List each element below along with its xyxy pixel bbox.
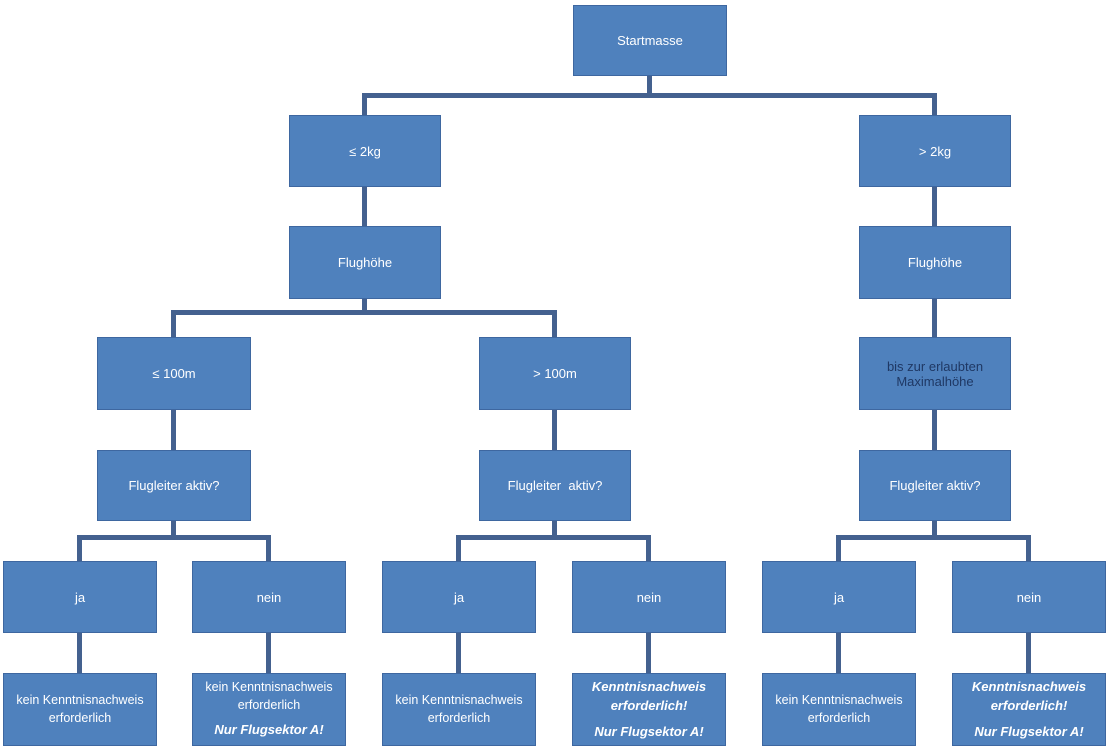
connector-ja3-stub: [836, 535, 841, 561]
node-flugleiter-1: Flugleiter aktiv?: [97, 450, 251, 521]
node-nein-3-label: nein: [1016, 589, 1042, 605]
node-startmasse: Startmasse: [573, 5, 727, 76]
node-ja-3: ja: [762, 561, 916, 633]
node-flughoehe-left-label: Flughöhe: [337, 255, 393, 270]
node-mass-le-2kg-label: ≤ 2kg: [349, 143, 381, 159]
connector-nein1-stub: [266, 535, 271, 561]
node-ja-1: ja: [3, 561, 157, 633]
node-flugleiter-3-label: Flugleiter aktiv?: [889, 478, 981, 493]
connector-gt100m-stub: [552, 310, 557, 337]
node-flugleiter-3: Flugleiter aktiv?: [859, 450, 1011, 521]
connector-gt2kg-stub: [932, 93, 937, 115]
node-flughoehe-left: Flughöhe: [289, 226, 441, 299]
connector-result3-stub: [456, 633, 461, 673]
node-result-4-note: Nur Flugsektor A!: [594, 723, 704, 739]
node-result-6-text: Kenntnisnachweis erforderlich!: [971, 679, 1090, 713]
node-ja-3-label: ja: [833, 589, 845, 605]
node-mass-gt-2kg: > 2kg: [859, 115, 1011, 187]
node-result-4: Kenntnisnachweis erforderlich! Nur Flugse…: [572, 673, 726, 746]
connector-le100m-stub: [171, 310, 176, 337]
node-ja-2: ja: [382, 561, 536, 633]
node-alt-gt-100m-label: > 100m: [533, 366, 577, 381]
node-result-4-label: Kenntnisnachweis erforderlich! Nur Flugse…: [573, 676, 725, 743]
node-mass-gt-2kg-label: > 2kg: [918, 143, 952, 159]
node-flugleiter-2-label: Flugleiter aktiv?: [507, 478, 603, 493]
connector-le2kg-altitude: [362, 187, 367, 226]
connector-nein2-stub: [646, 535, 651, 561]
node-result-5-label: kein Kenntnisnachweis erforderlich: [775, 693, 907, 725]
connector-root-stub: [647, 76, 652, 95]
node-result-1-label: kein Kenntnisnachweis erforderlich: [16, 693, 148, 725]
node-ja-1-label: ja: [74, 589, 86, 605]
node-mass-le-2kg: ≤ 2kg: [289, 115, 441, 187]
connector-supervisor3-stub: [932, 521, 937, 537]
node-result-3: kein Kenntnisnachweis erforderlich: [382, 673, 536, 746]
connector-level3-bar: [171, 310, 557, 315]
connector-gt2kg-altitude: [932, 187, 937, 226]
node-flughoehe-right: Flughöhe: [859, 226, 1011, 299]
node-nein-3: nein: [952, 561, 1106, 633]
node-nein-2-label: nein: [636, 589, 662, 605]
node-result-6: Kenntnisnachweis erforderlich! Nur Flugse…: [952, 673, 1106, 746]
connector-le100m-supervisor: [171, 410, 176, 450]
connector-result6-stub: [1026, 633, 1031, 673]
node-ja-2-label: ja: [453, 589, 465, 605]
node-result-1: kein Kenntnisnachweis erforderlich: [3, 673, 157, 746]
node-result-2-text: kein Kenntnisnachweis erforderlich: [205, 680, 337, 712]
connector-supervisor1-stub: [171, 521, 176, 537]
node-alt-maximalhoehe: bis zur erlaubten Maximalhöhe: [859, 337, 1011, 410]
node-nein-1: nein: [192, 561, 346, 633]
node-nein-2: nein: [572, 561, 726, 633]
connector-supervisor2-stub: [552, 521, 557, 537]
node-flugleiter-2: Flugleiter aktiv?: [479, 450, 631, 521]
connector-result1-stub: [77, 633, 82, 673]
node-result-2-note: Nur Flugsektor A!: [214, 722, 324, 738]
connector-split3-bar: [836, 535, 1031, 540]
node-alt-maximalhoehe-label: bis zur erlaubten Maximalhöhe: [886, 358, 987, 389]
node-alt-le-100m: ≤ 100m: [97, 337, 251, 410]
connector-split2-bar: [456, 535, 651, 540]
node-flugleiter-1-label: Flugleiter aktiv?: [128, 478, 220, 493]
node-result-6-note: Nur Flugsektor A!: [974, 723, 1084, 739]
connector-altitude-left-stub: [362, 299, 367, 312]
connector-ja2-stub: [456, 535, 461, 561]
connector-gt100m-supervisor: [552, 410, 557, 450]
connector-altitude-max: [932, 299, 937, 337]
node-result-3-label: kein Kenntnisnachweis erforderlich: [395, 693, 527, 725]
connector-le2kg-stub: [362, 93, 367, 115]
connector-result4-stub: [646, 633, 651, 673]
node-result-6-label: Kenntnisnachweis erforderlich! Nur Flugse…: [953, 676, 1105, 743]
node-startmasse-label: Startmasse: [617, 33, 683, 48]
connector-level1-bar: [362, 93, 937, 98]
connector-split1-bar: [77, 535, 271, 540]
connector-result5-stub: [836, 633, 841, 673]
connector-result2-stub: [266, 633, 271, 673]
connector-nein3-stub: [1026, 535, 1031, 561]
node-alt-le-100m-label: ≤ 100m: [152, 366, 196, 381]
node-nein-1-label: nein: [256, 589, 282, 605]
node-alt-gt-100m: > 100m: [479, 337, 631, 410]
node-result-4-text: Kenntnisnachweis erforderlich!: [591, 679, 710, 713]
node-result-5: kein Kenntnisnachweis erforderlich: [762, 673, 916, 746]
connector-max-supervisor: [932, 410, 937, 450]
connector-ja1-stub: [77, 535, 82, 561]
node-flughoehe-right-label: Flughöhe: [907, 255, 963, 270]
